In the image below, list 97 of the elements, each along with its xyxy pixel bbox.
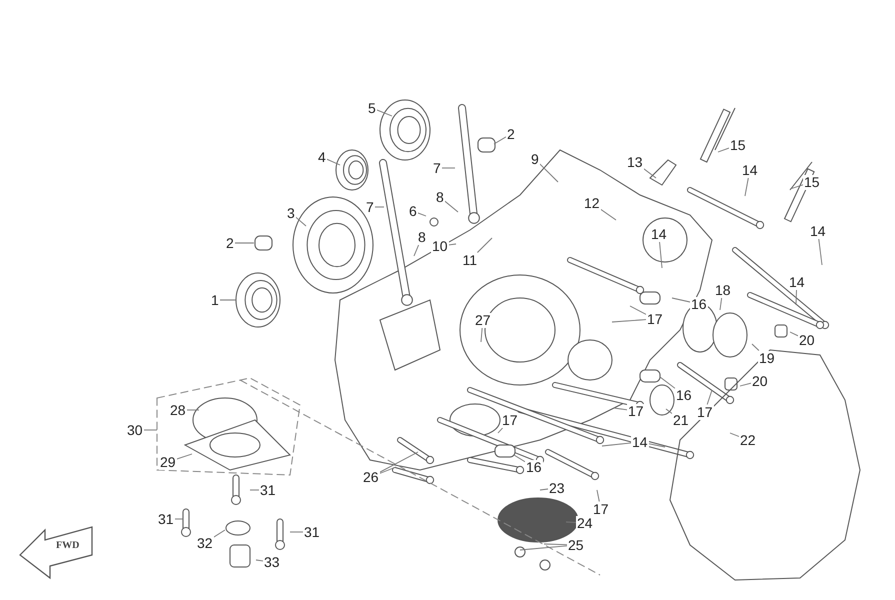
- callout-number: 28: [169, 402, 187, 418]
- leader-line: [790, 332, 798, 336]
- callout-number: 20: [798, 332, 816, 348]
- callout-number: 14: [650, 226, 668, 242]
- callout-number: 17: [646, 312, 664, 326]
- callout-number: 12: [583, 196, 601, 210]
- leader-line: [730, 432, 740, 437]
- leader-line: [494, 136, 506, 144]
- callout-number: 3: [286, 206, 296, 220]
- callout-number: 14: [809, 224, 827, 238]
- leader-line: [796, 289, 797, 306]
- leader-line: [666, 408, 672, 414]
- leader-line: [514, 454, 526, 462]
- leader-line: [566, 522, 576, 523]
- leader-line: [480, 327, 483, 342]
- leader-line: [718, 148, 730, 152]
- callout-number: 15: [803, 174, 821, 190]
- leader-line: [234, 242, 254, 244]
- leader-line: [752, 344, 760, 351]
- leader-line: [540, 488, 548, 490]
- callout-number: 27: [474, 312, 492, 328]
- leader-line: [706, 390, 712, 405]
- callout-number: 17: [627, 404, 645, 418]
- callout-number: 2: [506, 126, 516, 142]
- callout-number: 21: [672, 412, 690, 428]
- callout-number: 14: [788, 274, 806, 290]
- leader-line: [740, 382, 752, 386]
- callout-number: 10: [431, 238, 449, 254]
- callout-number: 24: [576, 516, 594, 530]
- callout-number: 23: [548, 480, 566, 496]
- leader-line: [672, 298, 690, 302]
- leader-line: [379, 466, 396, 474]
- leader-line: [448, 244, 456, 246]
- callout-number: 25: [567, 538, 585, 552]
- leader-line: [174, 518, 184, 520]
- leader-line: [596, 490, 600, 502]
- callout-number: 16: [525, 460, 543, 474]
- leader-line: [295, 216, 306, 226]
- leader-line: [614, 408, 628, 410]
- leader-line: [444, 200, 458, 212]
- leader-line: [417, 212, 426, 216]
- callout-number: 31: [157, 512, 175, 526]
- leader-line: [602, 442, 632, 446]
- leader-line: [539, 163, 558, 182]
- callout-number: 9: [530, 152, 540, 166]
- leader-line: [256, 560, 264, 562]
- leader-line: [790, 184, 804, 190]
- callout-number: 15: [729, 138, 747, 152]
- callout-number: 17: [501, 412, 519, 428]
- callout-number: 8: [435, 190, 445, 204]
- callout-number: 14: [741, 162, 759, 178]
- callout-number: 6: [408, 204, 418, 218]
- callout-number: 7: [365, 200, 375, 214]
- callout-number: 14: [631, 434, 649, 450]
- leader-line: [414, 244, 420, 256]
- leader-line: [660, 376, 676, 389]
- callout-number: 31: [259, 482, 277, 498]
- leader-line: [476, 238, 492, 253]
- callout-number: 22: [739, 432, 757, 448]
- callout-number: 17: [592, 502, 610, 516]
- leader-line: [326, 158, 340, 166]
- leader-line: [213, 530, 226, 538]
- callout-number: 32: [196, 536, 214, 550]
- leader-line: [659, 241, 662, 268]
- leader-line: [520, 545, 568, 550]
- leader-line: [648, 443, 666, 448]
- leader-line: [176, 454, 192, 460]
- leader-line: [379, 452, 418, 473]
- leader-line: [374, 206, 384, 208]
- leader-line: [544, 544, 568, 546]
- callout-number: 7: [432, 160, 442, 176]
- callout-number: 4: [317, 150, 327, 164]
- leader-line: [376, 109, 392, 116]
- callout-number: 20: [751, 374, 769, 388]
- callout-number: 16: [690, 296, 708, 312]
- callout-number: 13: [626, 154, 644, 170]
- callout-number: 30: [126, 422, 144, 438]
- leader-line: [818, 238, 822, 266]
- callout-number: 1: [210, 292, 220, 308]
- leader-line: [643, 168, 656, 178]
- callout-number: 19: [758, 350, 776, 366]
- callout-number: 29: [159, 454, 177, 470]
- leader-line: [612, 319, 646, 322]
- callout-number: 16: [675, 388, 693, 402]
- leader-line: [630, 306, 646, 315]
- callout-number: 2: [225, 236, 235, 250]
- direction-label: FWD: [56, 540, 80, 551]
- leader-line: [744, 177, 749, 196]
- callout-number: 31: [303, 524, 321, 540]
- callout-number: 26: [362, 470, 380, 484]
- leader-line: [720, 297, 722, 310]
- callout-number: 33: [263, 554, 281, 570]
- callout-number: 17: [696, 404, 714, 420]
- callout-number: 8: [417, 230, 427, 244]
- callout-number: 18: [714, 282, 732, 298]
- callout-number: 5: [367, 100, 377, 116]
- leader-line: [600, 208, 616, 220]
